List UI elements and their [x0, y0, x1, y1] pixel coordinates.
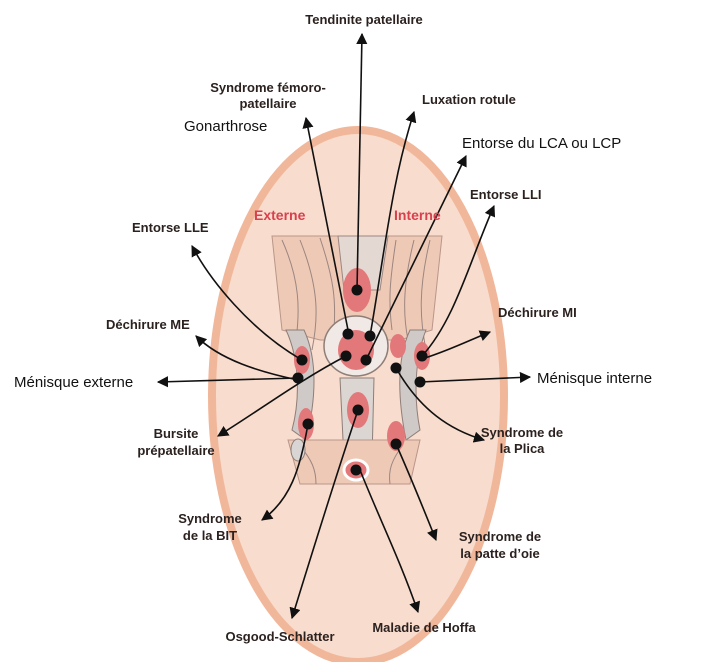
label-syndrome-patte-line1: Syndrome de: [459, 529, 541, 544]
arrow-hoffa: [359, 469, 420, 614]
dot-menisque-interne: [414, 376, 426, 388]
arrow-tendinite: [356, 32, 368, 291]
arrow-menisque-interne: [419, 371, 532, 384]
dot-plica: [390, 362, 402, 374]
dot-osgood: [350, 464, 362, 476]
label-maladie-hoffa: Maladie de Hoffa: [372, 620, 476, 635]
arrow-dechirure-me: [195, 335, 299, 381]
arrow-osgood: [289, 409, 359, 620]
label-syndrome-patte-line2: la patte d’oie: [460, 546, 539, 561]
label-menisque-interne: Ménisque interne: [537, 370, 652, 387]
arrow-dechirure-mi: [424, 330, 492, 359]
arrow-bit: [261, 423, 309, 521]
label-syndrome-bit-line2: de la BIT: [183, 528, 237, 543]
label-syndrome-femoro-line2: patellaire: [239, 96, 296, 111]
arrow-lle: [191, 245, 303, 361]
label-syndrome-plica-line2: la Plica: [500, 441, 546, 456]
arrow-syndrome-femoro: [302, 116, 349, 331]
label-dechirure-mi: Déchirure MI: [498, 305, 577, 320]
label-entorse-lli: Entorse LLI: [470, 187, 542, 202]
label-tendinite-patellaire: Tendinite patellaire: [305, 12, 423, 27]
dot-bit: [302, 418, 314, 430]
dot-patella-upper-left: [342, 328, 354, 340]
label-bursite-line1: Bursite: [154, 426, 199, 441]
pointer-arrows: [156, 32, 532, 620]
dot-lle: [296, 354, 308, 366]
arrow-plica: [395, 367, 486, 443]
label-syndrome-plica-line1: Syndrome de: [481, 425, 563, 440]
side-label-interne: Interne: [394, 207, 441, 223]
label-dechirure-me: Déchirure ME: [106, 317, 190, 332]
label-syndrome-femoro-line1: Syndrome fémoro-: [210, 80, 326, 95]
arrow-menisque-externe: [156, 376, 299, 388]
origin-dots: [292, 284, 428, 476]
arrow-lca-lcp: [365, 154, 467, 361]
label-bursite-line2: prépatellaire: [137, 443, 214, 458]
label-luxation-rotule: Luxation rotule: [422, 92, 516, 107]
dot-patte-oie: [390, 438, 402, 450]
label-syndrome-bit-line1: Syndrome: [178, 511, 242, 526]
dot-lli: [416, 350, 428, 362]
arrow-patte-oie: [395, 443, 438, 542]
dot-hoffa: [352, 404, 364, 416]
label-menisque-externe: Ménisque externe: [14, 374, 133, 391]
dot-patella-lower-right: [360, 354, 372, 366]
label-osgood-schlatter: Osgood-Schlatter: [225, 629, 334, 644]
arrow-luxation: [369, 110, 417, 337]
dot-patella-upper-right: [364, 330, 376, 342]
dot-menisque-externe: [292, 372, 304, 384]
arrow-lli: [421, 204, 496, 357]
dot-tendinite: [351, 284, 363, 296]
lesion-lli: [390, 334, 406, 358]
label-entorse-lca-lcp: Entorse du LCA ou LCP: [462, 135, 621, 152]
dot-patella-lower-left: [340, 350, 352, 362]
label-gonarthrose: Gonarthrose: [184, 118, 267, 135]
arrow-bursite: [217, 355, 347, 437]
label-entorse-lle: Entorse LLE: [132, 220, 209, 235]
side-label-externe: Externe: [254, 207, 306, 223]
